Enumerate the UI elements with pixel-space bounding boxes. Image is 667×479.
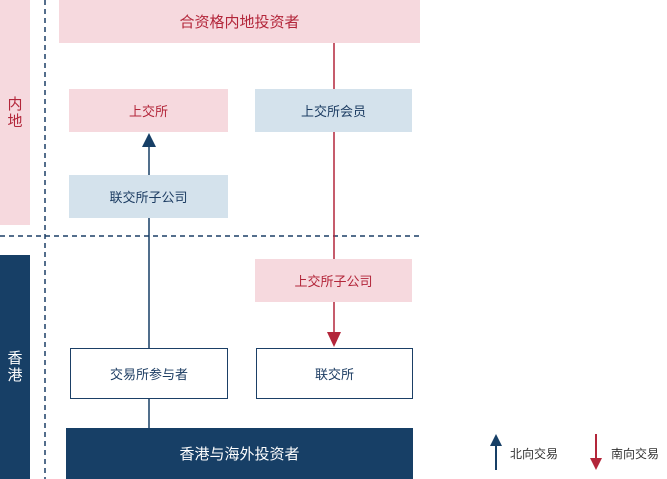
- legend-southbound-arrowhead: [590, 458, 602, 470]
- region-label-hongkong: 香港: [0, 255, 30, 479]
- node-exchange-participant: 交易所参与者: [70, 348, 228, 399]
- node-hkex: 联交所: [256, 348, 413, 399]
- node-hk-overseas-investors: 香港与海外投资者: [66, 428, 413, 479]
- node-sse-member: 上交所会员: [255, 89, 412, 132]
- region-label-mainland: 内地: [0, 0, 30, 225]
- node-sse: 上交所: [69, 89, 228, 132]
- legend-southbound-label: 南向交易: [611, 447, 660, 461]
- legend-northbound-label: 北向交易: [510, 447, 559, 461]
- node-hkex-subsidiary: 联交所子公司: [69, 175, 228, 218]
- legend-northbound-arrowhead: [490, 434, 502, 446]
- node-sse-subsidiary: 上交所子公司: [255, 259, 412, 302]
- northbound-arrowhead: [142, 133, 156, 147]
- southbound-arrowhead: [327, 332, 341, 347]
- node-mainland-investors: 合资格内地投资者: [59, 0, 420, 43]
